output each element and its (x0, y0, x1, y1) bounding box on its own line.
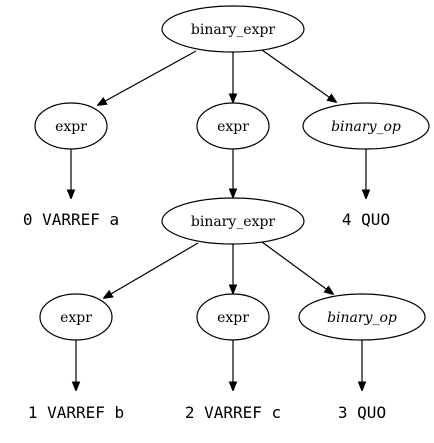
node-label: expr (217, 310, 249, 326)
node-inner-binary-expr: binary_expr (161, 197, 305, 245)
node-ellipse (302, 102, 430, 150)
leaf-varref-b: 1 VARREF b (28, 403, 124, 422)
node-ellipse (298, 293, 426, 341)
node-ellipse (196, 102, 270, 150)
leaf-varref-a: 0 VARREF a (23, 210, 119, 229)
node-label: binary_expr (191, 214, 276, 230)
node-label: binary_expr (191, 22, 276, 38)
leaf-quo-bottom: 3 QUO (338, 403, 386, 422)
node-label: expr (55, 119, 87, 135)
node-label: binary_op (327, 310, 397, 326)
node-ellipse (196, 293, 270, 341)
node-label: expr (217, 119, 249, 135)
node-root-binary-expr: binary_expr (161, 5, 305, 53)
node-mid-expr-2: expr (196, 293, 270, 341)
node-ellipse (161, 5, 305, 53)
edge-inner-binary-to-left-expr (104, 242, 199, 298)
edge-root-to-left-expr (98, 50, 197, 105)
node-ellipse (39, 293, 113, 341)
edges (71, 49, 366, 390)
node-left-expr-2: expr (39, 293, 113, 341)
edge-root-to-op (261, 49, 336, 102)
node-left-expr: expr (34, 102, 108, 150)
edge-inner-binary-to-op (261, 241, 333, 294)
node-binary-op: binary_op (302, 102, 430, 150)
leaf-quo-top: 4 QUO (342, 210, 390, 229)
node-label: expr (60, 310, 92, 326)
node-ellipse (161, 197, 305, 245)
node-label: binary_op (331, 119, 401, 135)
leaf-varref-c: 2 VARREF c (185, 403, 281, 422)
node-mid-expr: expr (196, 102, 270, 150)
node-binary-op-2: binary_op (298, 293, 426, 341)
node-ellipse (34, 102, 108, 150)
